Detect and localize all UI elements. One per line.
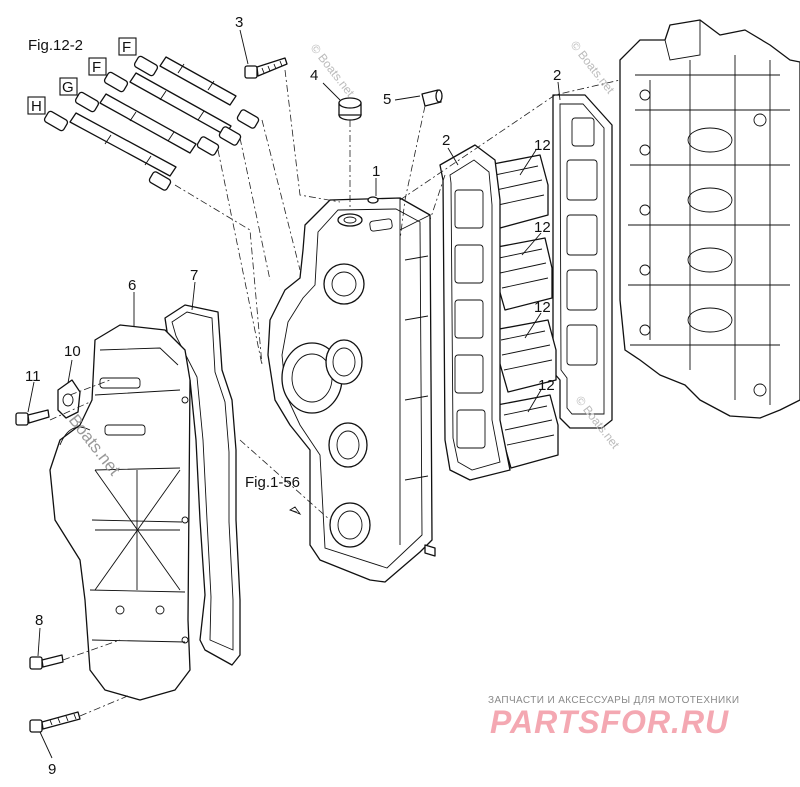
bolt-8 [29,654,64,670]
callout-2-front: 2 [442,132,450,149]
plug-4 [338,97,362,121]
callout-12-a: 12 [534,137,551,154]
intake-manifold [267,196,436,583]
callout-8: 8 [35,612,43,629]
callout-5: 5 [383,91,391,108]
callout-4: 4 [310,67,318,84]
connector-box-f2 [88,57,107,76]
bolt-9 [29,711,81,733]
bolt-3 [244,57,288,79]
bolt-11 [15,409,50,426]
connector-label-f1: F [122,39,131,56]
callout-7: 7 [190,267,198,284]
connector-label-h: H [31,98,42,115]
hose-row-1 [133,55,260,129]
callout-12-d: 12 [538,377,555,394]
hose-row-4 [43,110,177,191]
connector-label-g: G [62,79,74,96]
callout-12-b: 12 [534,219,551,236]
brand-tagline: ЗАПЧАСТИ И АКСЕССУАРЫ ДЛЯ МОТОТЕХНИКИ [488,695,740,706]
pin-5 [421,89,443,107]
gasket-front [439,144,511,481]
cover-gasket [164,304,241,666]
callout-2-rear: 2 [553,67,561,84]
callout-1: 1 [372,163,380,180]
fitting-10 [57,379,81,419]
callout-9: 9 [48,761,56,778]
cover [49,324,191,701]
hose-row-2 [103,71,242,146]
reed-valve-assemblies [487,154,559,469]
callout-11: 11 [25,368,41,385]
connector-box-g [59,77,78,96]
leader-lines [27,29,561,759]
connector-label-f2: F [92,59,101,76]
hose-row-3 [74,91,220,156]
brand-logo: PARTSFOR.RU [490,704,730,740]
fig-ref-top[interactable]: Fig.12-2 [28,37,83,54]
callout-10: 10 [64,343,81,360]
connector-box-h [27,96,46,115]
watermark-boats-2: © Boats.net [568,38,618,97]
engine-block [619,19,800,419]
reference-lines [49,69,621,717]
callout-6: 6 [128,277,136,294]
callout-12-c: 12 [534,299,551,316]
gasket-rear [552,94,613,429]
connector-box-f1 [118,37,137,56]
callout-3: 3 [235,14,243,31]
fig-ref-mid[interactable]: Fig.1-56 [245,474,300,491]
